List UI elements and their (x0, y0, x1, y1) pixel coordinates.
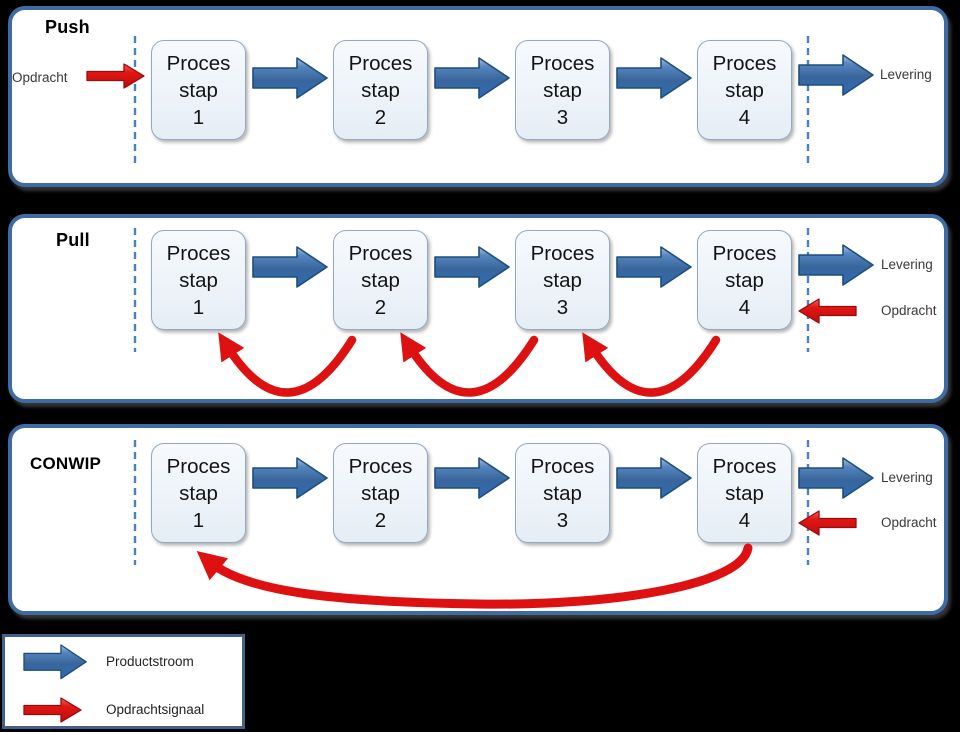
process-step-label: Proces stap 4 (712, 51, 777, 129)
process-step-label: Proces stap 1 (166, 241, 231, 319)
panel-title-pull: Pull (56, 230, 90, 250)
delivery-label: Levering (880, 67, 932, 82)
process-step-box-2: Proces stap 2 (333, 443, 428, 543)
order-label: Opdracht (881, 303, 937, 318)
process-step-label: Proces stap 3 (530, 51, 595, 129)
process-step-label: Proces stap 1 (166, 454, 231, 532)
panel-title-push: Push (45, 17, 90, 37)
legend: Productstroom Opdrachtsignaal (2, 634, 245, 729)
process-step-label: Proces stap 2 (348, 454, 413, 532)
legend-product-flow-label: Productstroom (106, 654, 194, 669)
process-step-box-3: Proces stap 3 (515, 230, 610, 330)
panel-title-conwip: CONWIP (30, 454, 102, 473)
process-step-box-2: Proces stap 2 (333, 230, 428, 330)
process-step-box-4: Proces stap 4 (697, 230, 792, 330)
delivery-label: Levering (881, 257, 933, 272)
process-step-label: Proces stap 3 (530, 241, 595, 319)
process-step-box-1: Proces stap 1 (151, 40, 246, 140)
process-step-label: Proces stap 1 (166, 51, 231, 129)
process-step-label: Proces stap 3 (530, 454, 595, 532)
process-step-box-4: Proces stap 4 (697, 40, 792, 140)
panel-pull: Pull Proces stap 1 Proces stap 2 Proces … (8, 214, 948, 403)
process-step-box-3: Proces stap 3 (515, 443, 610, 543)
delivery-label: Levering (881, 470, 933, 485)
process-step-label: Proces stap 4 (712, 454, 777, 532)
process-step-box-1: Proces stap 1 (151, 230, 246, 330)
process-step-box-1: Proces stap 1 (151, 443, 246, 543)
panel-push: Push Opdracht Proces stap 1 Proces stap … (8, 6, 948, 187)
process-step-box-4: Proces stap 4 (697, 443, 792, 543)
process-step-box-3: Proces stap 3 (515, 40, 610, 140)
process-step-label: Proces stap 2 (348, 241, 413, 319)
panel-conwip: CONWIP Proces stap 1 Proces stap 2 Proce… (8, 424, 948, 615)
process-step-label: Proces stap 4 (712, 241, 777, 319)
process-step-label: Proces stap 2 (348, 51, 413, 129)
process-step-box-2: Proces stap 2 (333, 40, 428, 140)
order-label: Opdracht (881, 515, 937, 530)
order-label: Opdracht (12, 70, 68, 85)
legend-order-signal-label: Opdrachtsignaal (106, 702, 205, 717)
